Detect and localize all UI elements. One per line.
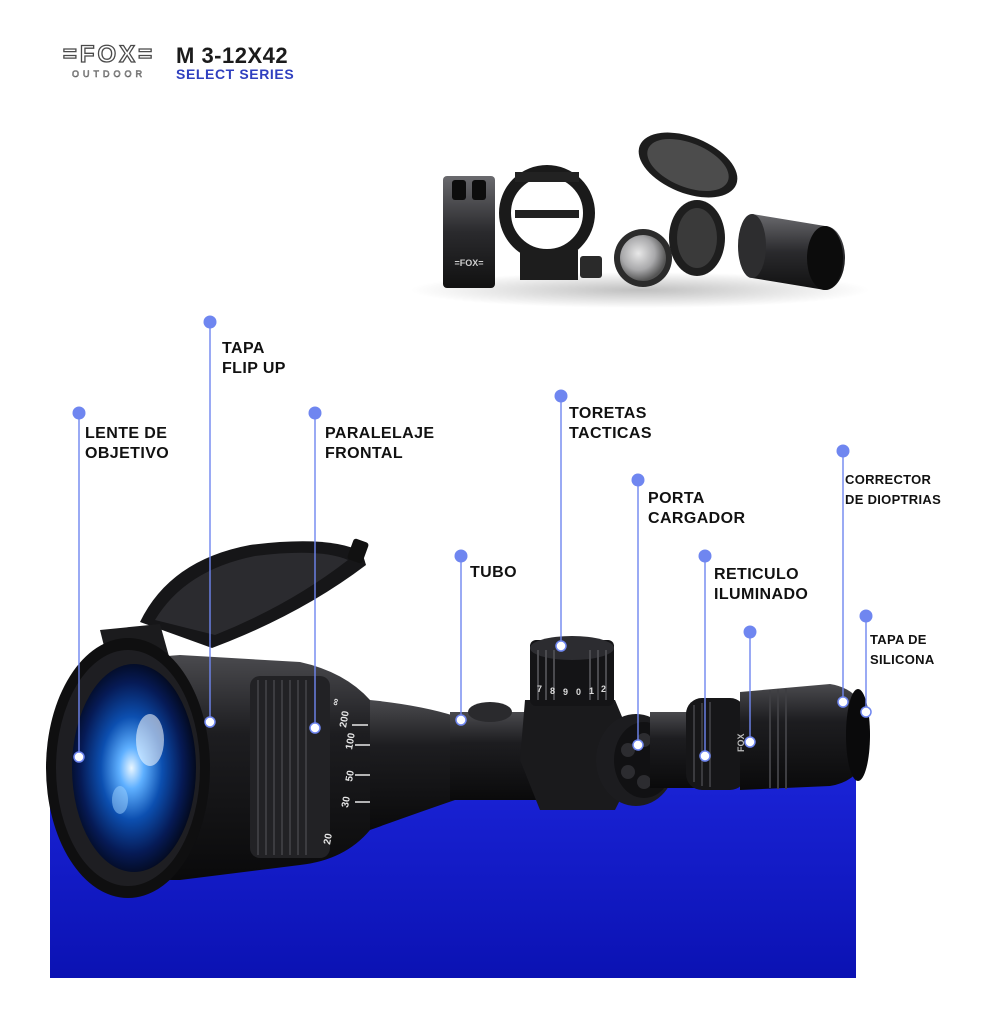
callout-dot [454, 549, 468, 563]
callout-dot [859, 609, 873, 623]
callout-dot [743, 625, 757, 639]
callout-anchor [204, 716, 216, 728]
flip-cap [638, 132, 738, 276]
callout-line: SILICONA [870, 652, 935, 667]
callout-dot [698, 549, 712, 563]
turret-mark: 7 [537, 684, 542, 694]
callout-dot [554, 389, 568, 403]
callout-anchor [455, 714, 467, 726]
parallax-mark: 100 [344, 732, 358, 751]
turret-mark: 2 [601, 684, 606, 694]
callout-line: TACTICAS [569, 425, 652, 442]
callout-anchor [555, 640, 567, 652]
callout-tubo: TUBO [470, 563, 517, 583]
callout-lines [78, 322, 867, 757]
parallax-mark: 30 [340, 795, 353, 808]
callout-anchor [860, 706, 872, 718]
callout-line: ILUMINADO [714, 586, 809, 603]
callout-line: FLIP UP [222, 360, 286, 377]
callout-tapa-flip-up: TAPA FLIP UP [222, 339, 286, 379]
callout-line: OBJETIVO [85, 445, 170, 462]
callout-anchor [632, 739, 644, 751]
parallax-mark: ∞ [330, 698, 342, 707]
turret-mark: 0 [576, 687, 581, 697]
brand-sub: OUTDOOR [72, 69, 146, 80]
callout-anchor [837, 696, 849, 708]
callout-line: PARALELAJE [325, 425, 435, 442]
series-name: SELECT SERIES [176, 66, 295, 82]
callout-line: PORTA [648, 490, 705, 507]
callout-line: CORRECTOR [845, 472, 932, 487]
callout-porta-cargador: PORTA CARGADOR [648, 489, 745, 529]
callout-anchor [699, 750, 711, 762]
parallax-mark: 20 [322, 832, 335, 845]
callout-line: CARGADOR [648, 510, 746, 527]
callout-dot [836, 444, 850, 458]
callout-line: TUBO [470, 564, 517, 581]
scope-ring [499, 165, 602, 280]
callout-reticulo-iluminado: RETICULO ILUMINADO [714, 565, 808, 605]
callout-paralelaje-frontal: PARALELAJE FRONTAL [325, 424, 435, 464]
callout-dot [203, 315, 217, 329]
callout-tapa-de-silicona: TAPA DE SILICONA [870, 630, 935, 670]
turret-mark: 1 [589, 686, 594, 696]
turret-mark: 9 [563, 687, 568, 697]
callout-anchor [744, 736, 756, 748]
callout-dot [308, 406, 322, 420]
callout-line: FRONTAL [325, 445, 404, 462]
scope-body-logo: FOX [736, 733, 746, 752]
fox-outdoor-logo: =FOX= OUTDOOR [48, 41, 170, 80]
callout-line: RETICULO [714, 566, 799, 583]
sunshade-tube [738, 214, 845, 290]
parallax-mark: 50 [344, 769, 357, 782]
model-name: M 3-12X42 [176, 43, 289, 68]
scope-mount-block: =FOX= [443, 176, 495, 288]
callout-line: TAPA [222, 340, 265, 357]
callout-anchor [309, 722, 321, 734]
callout-line: TAPA DE [870, 632, 927, 647]
mount-logo: =FOX= [454, 258, 483, 268]
callout-corrector-de-dioptrias: CORRECTOR DE DIOPTRIAS [845, 470, 941, 510]
callout-lente-de-objetivo: LENTE DE OBJETIVO [85, 424, 169, 464]
turret-mark: 8 [550, 686, 555, 696]
callout-line: DE DIOPTRIAS [845, 492, 942, 507]
callout-dot [72, 406, 86, 420]
brand-word: =FOX= [62, 41, 156, 68]
parallax-mark: 200 [338, 710, 352, 729]
callout-line: TORETAS [569, 405, 647, 422]
callout-line: LENTE DE [85, 425, 168, 442]
callout-toretas-tacticas: TORETAS TACTICAS [569, 404, 652, 444]
silicone-cap [614, 229, 672, 287]
rifle-scope: 20 30 50 100 200 ∞ [46, 538, 870, 898]
callout-anchor [73, 751, 85, 763]
callout-dot [631, 473, 645, 487]
